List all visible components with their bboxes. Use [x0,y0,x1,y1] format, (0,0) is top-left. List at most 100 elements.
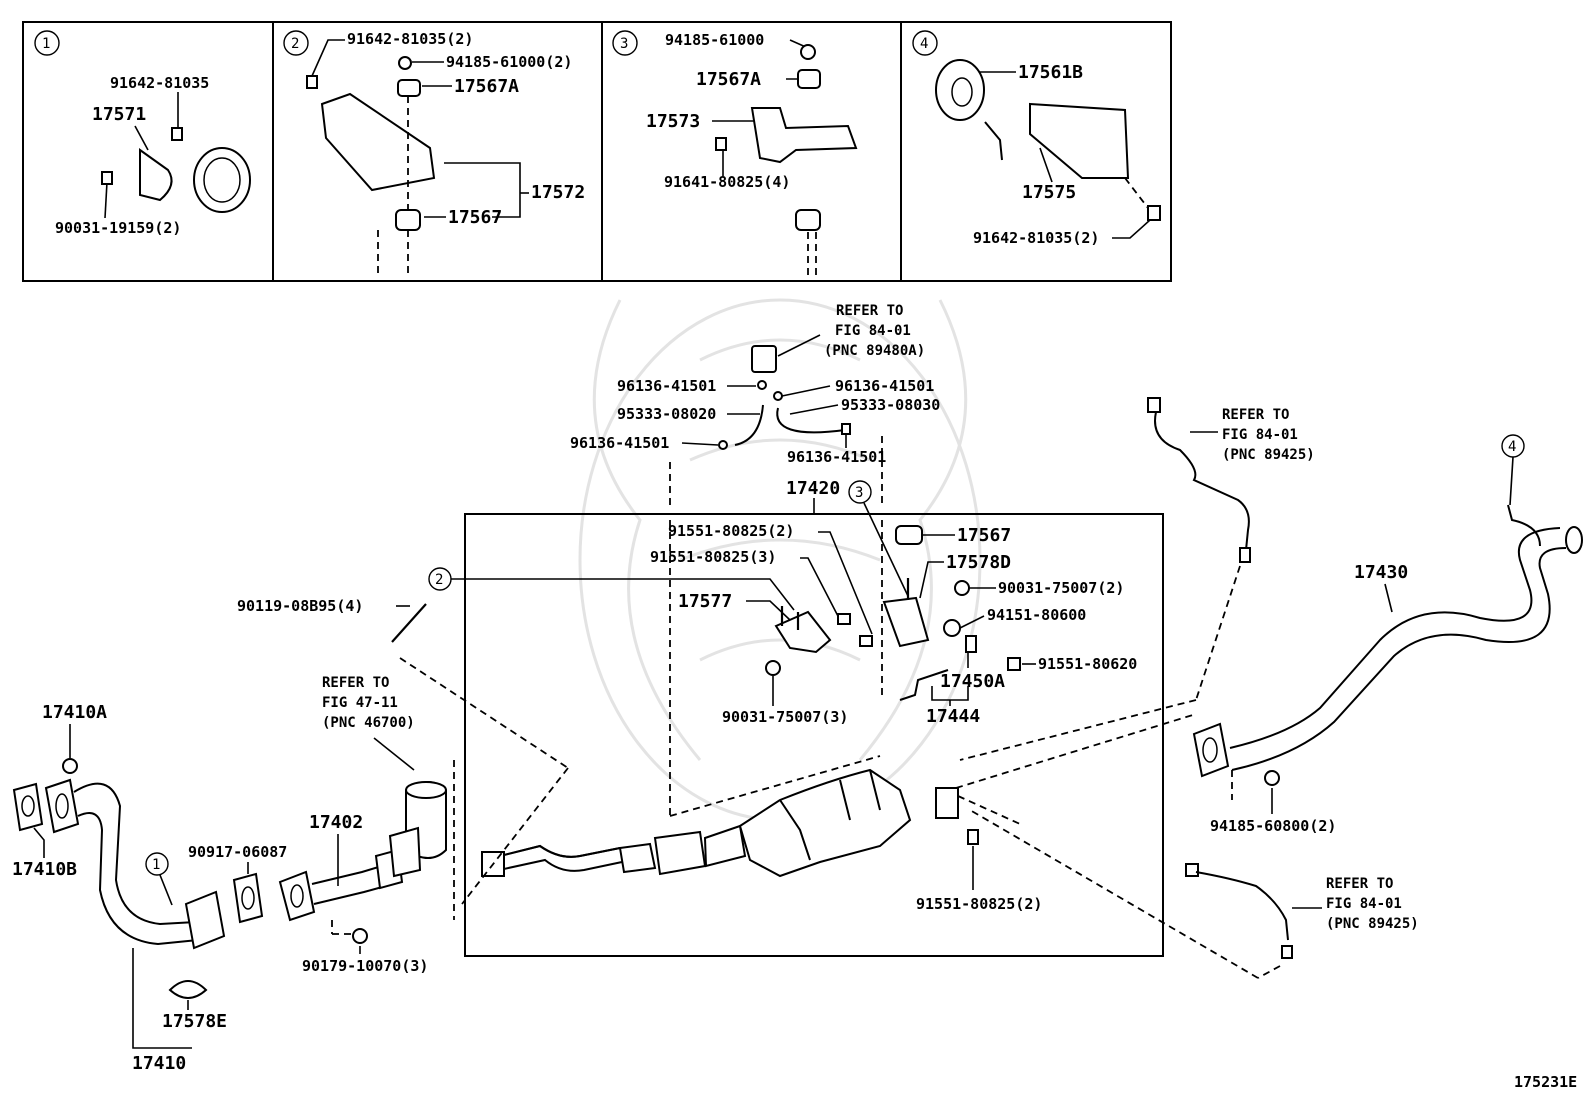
panel-3-number: 3 [620,36,628,52]
inset-panel-2: 2 91642-81035(2) 94185-61000(2) 17567A 1… [283,30,585,276]
inset-panels-frame [22,21,1172,282]
bolt-icon [837,613,851,625]
part-label: 17577 [678,591,732,612]
part-label: 95333-08020 [617,405,716,423]
nut-icon [62,758,78,774]
clip-icon [841,423,851,435]
clip-icon [757,380,767,390]
clip-icon [773,391,783,401]
part-label: 17578E [162,1011,227,1032]
gasket-90917 [232,872,264,924]
refer-line: REFER TO [1222,407,1289,423]
panel-2-label: 17567 [448,207,502,228]
panel-2-label: 17567A [454,76,519,97]
part-label: 91551-80620 [1038,655,1137,673]
callout-4: 4 [1508,439,1516,455]
refer-line: FIG 84-01 [1222,427,1298,443]
flange [935,787,959,819]
nut-icon [800,44,816,60]
panel-1-label: 91642-81035 [110,74,209,92]
refer-to-note-89425-upper: REFER TO FIG 84-01 (PNC 89425) [1190,407,1315,463]
part-label: 17410 [132,1053,186,1074]
panel-2-label: 91642-81035(2) [347,30,473,48]
refer-line: FIG 84-01 [835,323,911,339]
part-label: 95333-08030 [841,396,940,414]
panel-1-number: 1 [42,36,50,52]
bolt-icon [171,127,183,141]
clip-17450A [965,635,977,653]
bolt-icon [967,829,979,845]
refer-line: REFER TO [1326,876,1393,892]
bracket-17572 [320,92,436,192]
panel-2-number: 2 [291,36,299,52]
part-label: 96136-41501 [617,377,716,395]
callout-2: 2 [435,572,443,588]
panel-2-label: 17572 [531,182,585,203]
bolt-icon [306,75,318,89]
refer-line: (PNC 89425) [1222,447,1315,463]
flange [44,778,80,834]
rubber-mount [797,69,821,89]
pipe-17402 [278,848,404,922]
nut-icon [954,580,970,596]
refer-line: (PNC 89480A) [824,343,925,359]
refer-line: (PNC 46700) [322,715,415,731]
part-label: 90179-10070(3) [302,957,428,975]
part-label: 94151-80600 [987,606,1086,624]
panel-1-label: 90031-19159(2) [55,219,181,237]
rubber-hanger-17561B [935,59,985,121]
part-label: 96136-41501 [570,434,669,452]
panel-3-label: 17567A [696,69,761,90]
part-label: 96136-41501 [787,448,886,466]
part-label: 90119-08B95(4) [237,597,363,615]
catalytic-converter-17420 [481,768,959,878]
assembly-box-17420 [464,513,1164,957]
part-label: 17450A [940,671,1005,692]
nut-icon [1264,770,1280,786]
part-label: 90917-06087 [188,843,287,861]
gasket-17410B [12,782,44,832]
part-label: 94185-60800(2) [1210,817,1336,835]
panel-4-label: 17561B [1018,62,1083,83]
inset-panel-1: 1 91642-81035 17571 90031-19159(2) [34,30,251,237]
clamp-17578E [168,980,208,999]
nut-icon [943,619,961,637]
inset-panel-4: 4 17561B 17575 91642-81035(2) [912,30,1161,247]
part-label: 17430 [1354,562,1408,583]
exhaust-sensor-lower [957,795,1293,979]
part-label: 17410A [42,702,107,723]
rubber-mount [395,209,421,231]
panel-4-label: 91642-81035(2) [973,229,1099,247]
part-label: 17578D [946,552,1011,573]
figure-code: 175231E [1514,1073,1577,1091]
panel-3-label: 94185-61000 [665,31,764,49]
refer-to-note-89480A: REFER TO FIG 84-01 (PNC 89480A) [777,303,925,359]
part-label: 90031-75007(2) [998,579,1124,597]
bolt-icon [1147,205,1161,221]
part-label: 90031-75007(3) [722,708,848,726]
part-label: 91551-80825(2) [916,895,1042,913]
bolt-icon [101,171,113,185]
bolt-icon [715,137,727,151]
part-label: 96136-41501 [835,377,934,395]
bolt-icon [859,635,873,647]
exhaust-sensor-upper [959,397,1251,761]
flange [1192,722,1230,778]
bracket-17571 [139,148,173,202]
bracket-17578D [882,525,1021,701]
rubber-mount [397,79,421,97]
bracket-17573 [750,107,858,164]
part-label: 91551-80825(2) [668,522,794,540]
part-label: 17410B [12,859,77,880]
part-label: 17402 [309,812,363,833]
rubber-mount-17567 [895,525,923,545]
refer-line: (PNC 89425) [1326,916,1419,932]
nut-icon [765,660,781,676]
panel-1-label: 17571 [92,104,146,125]
inset-panel-3: 3 94185-61000 17567A 17573 91641-80825(4… [612,30,858,276]
refer-line: REFER TO [322,675,389,691]
refer-line: REFER TO [836,303,903,319]
tail-pipe-17430 [1192,504,1583,778]
refer-line: FIG 47-11 [322,695,398,711]
